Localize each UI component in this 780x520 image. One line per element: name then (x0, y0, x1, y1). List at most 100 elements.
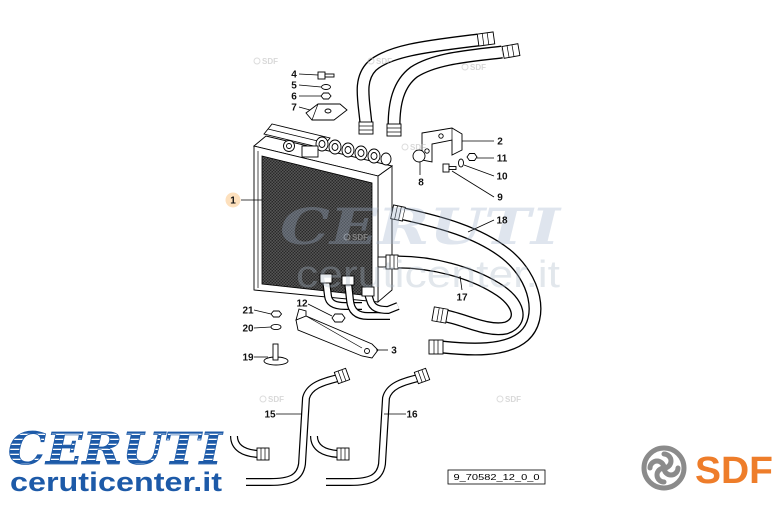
sdf-watermark: SDF (505, 395, 521, 404)
callout-17[interactable]: 17 (456, 275, 468, 304)
callout-label[interactable]: 1 (230, 196, 236, 207)
callout-2[interactable]: 2 (462, 137, 503, 148)
callout-11[interactable]: 11 (477, 154, 508, 165)
callout-label[interactable]: 6 (291, 92, 297, 103)
hose-18 (404, 214, 535, 354)
callout-12[interactable]: 12 (296, 299, 333, 317)
nut-12 (331, 313, 346, 323)
o-ring-8 (412, 149, 426, 163)
callout-1[interactable]: 1 (225, 192, 263, 208)
leader-line (467, 219, 495, 233)
reference-code-box: 9_70582_12_0_0 (447, 469, 546, 485)
callout-10[interactable]: 10 (463, 164, 508, 183)
oil-cooler (253, 123, 406, 303)
sdf-watermark: SDF (262, 57, 278, 66)
callout-label[interactable]: 15 (264, 410, 276, 421)
cooler-bottom-outlets (319, 273, 398, 316)
hose-fitting (386, 123, 402, 137)
reference-code: 9_70582_12_0_0 (454, 473, 541, 482)
ceruti-watermark: CERUTI ceruticenter.it (280, 197, 562, 296)
leader-line (298, 84, 322, 88)
sdf-logo: SDF (641, 445, 773, 492)
callout-16[interactable]: 16 (384, 410, 418, 421)
hose-fitting (476, 31, 496, 47)
leader-line (459, 275, 463, 291)
callout-label[interactable]: 7 (291, 103, 297, 114)
ceruti-logo: CERUTI ceruticenter.it (8, 424, 224, 497)
callout-21[interactable]: 21 (242, 306, 272, 317)
callout-4[interactable]: 4 (291, 70, 319, 81)
pipe-fitting (413, 367, 431, 385)
hose-fitting (431, 306, 449, 324)
sdf-watermark: SDF (352, 233, 368, 242)
leader-line (307, 303, 333, 317)
sdf-wordmark: SDF (695, 450, 773, 492)
cooler-clamp-block (301, 145, 319, 158)
leader-line (253, 326, 272, 329)
bracket-3 (295, 308, 379, 359)
leader-line (298, 73, 319, 76)
callout-7[interactable]: 7 (291, 103, 311, 114)
callout-5[interactable]: 5 (291, 81, 322, 92)
callout-label[interactable]: 18 (496, 216, 508, 227)
leader-line (463, 164, 495, 177)
callout-label[interactable]: 10 (496, 172, 508, 183)
leader-line (451, 170, 495, 198)
leader-line (253, 309, 272, 315)
sdf-watermarks: SDF SDF SDF SDF SDF SDF SDF (253, 57, 521, 404)
outlet-nut (319, 273, 333, 284)
leader-line (298, 106, 311, 111)
plate-19 (263, 343, 289, 366)
watermark-url: ceruticenter.it (296, 254, 561, 296)
callout-label[interactable]: 4 (291, 70, 297, 81)
cooler-header-tubes (263, 123, 392, 166)
washer-20 (270, 323, 282, 331)
ceruti-wordmark: CERUTI (8, 424, 224, 475)
pipe-fitting (336, 447, 350, 461)
watermark-brand: CERUTI (280, 197, 562, 256)
hose-fitting (358, 121, 374, 135)
pipe-fitting (256, 447, 270, 461)
pipe-16 (314, 367, 431, 482)
hose-upper-right (386, 43, 521, 137)
hose-fitting (501, 43, 521, 59)
callout-label[interactable]: 12 (296, 299, 308, 310)
bracket-2 (421, 127, 463, 163)
callout-8[interactable]: 8 (418, 162, 424, 189)
callout-label[interactable]: 3 (391, 346, 397, 357)
callout-label[interactable]: 21 (242, 306, 254, 317)
callout-6[interactable]: 6 (291, 92, 321, 103)
sdf-watermark: SDF (470, 63, 486, 72)
callout-15[interactable]: 15 (264, 410, 302, 421)
callout-label[interactable]: 8 (418, 178, 424, 189)
ceruti-url: ceruticenter.it (10, 467, 222, 497)
nut-21 (270, 310, 283, 318)
callout-label[interactable]: 11 (497, 154, 508, 165)
bracket-7 (305, 103, 348, 121)
callout-20[interactable]: 20 (242, 324, 272, 335)
nut-11 (466, 153, 478, 161)
bolt-4 (317, 71, 335, 80)
callout-19[interactable]: 19 (242, 353, 268, 364)
callout-label[interactable]: 16 (406, 410, 418, 421)
callout-18[interactable]: 18 (467, 216, 508, 233)
callout-label[interactable]: 17 (456, 293, 468, 304)
sdf-watermark: SDF (376, 57, 392, 66)
callout-9[interactable]: 9 (451, 170, 503, 204)
hose-17 (398, 262, 517, 329)
callout-label[interactable]: 9 (497, 193, 503, 204)
outlet-nut (341, 275, 355, 286)
hose-fitting (428, 339, 444, 355)
callout-label[interactable]: 2 (497, 137, 503, 148)
callout-label[interactable]: 5 (291, 81, 297, 92)
hose-upper-left (358, 31, 496, 135)
callout-label[interactable]: 20 (242, 324, 254, 335)
bolt-9 (442, 163, 457, 173)
callout-label[interactable]: 19 (242, 353, 254, 364)
pipe-fitting (333, 367, 351, 385)
sdf-watermark: SDF (410, 143, 426, 152)
pipe-15 (234, 367, 351, 482)
callout-3[interactable]: 3 (376, 346, 397, 357)
washer-5 (321, 84, 331, 90)
sdf-logo-icon (641, 445, 687, 491)
